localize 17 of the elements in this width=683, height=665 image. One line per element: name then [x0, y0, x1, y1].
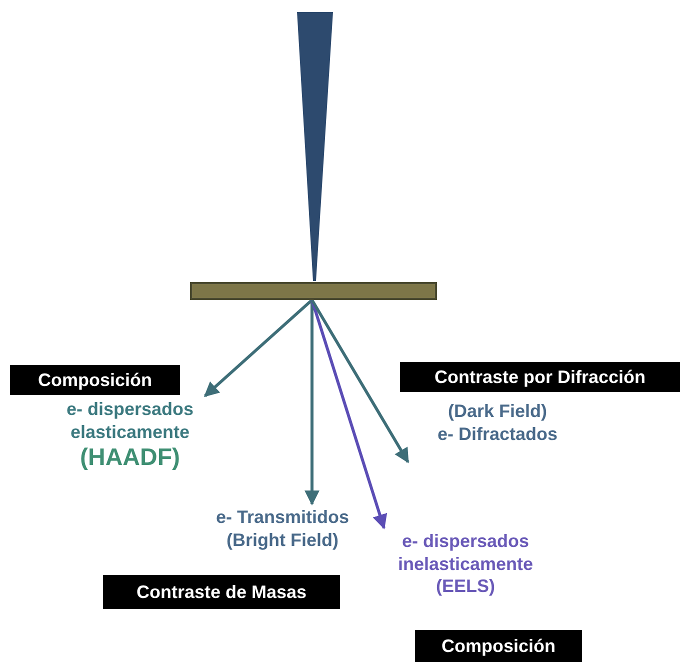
label-box: Composición: [415, 630, 582, 662]
label-box: Composición: [10, 365, 180, 395]
annotation-text: (Dark Field): [446, 400, 548, 422]
arrow: [304, 300, 320, 506]
annotation-text: e- dispersados inelasticamente: [396, 530, 534, 575]
arrow: [204, 298, 313, 398]
annotation-text: (HAADF): [79, 443, 181, 473]
specimen-bar: [190, 282, 437, 300]
annotation-text: e- dispersados elasticamente: [65, 398, 195, 443]
annotation-text: (Bright Field): [226, 528, 340, 551]
arrow: [310, 300, 388, 530]
label-box: Contraste de Masas: [103, 575, 340, 609]
arrow: [310, 299, 410, 464]
annotation-text: e- Transmitidos: [214, 506, 350, 528]
annotation-text: (EELS): [434, 575, 496, 598]
label-box: Contraste por Difracción: [400, 362, 680, 392]
annotation-text: e- Difractados: [436, 422, 559, 445]
